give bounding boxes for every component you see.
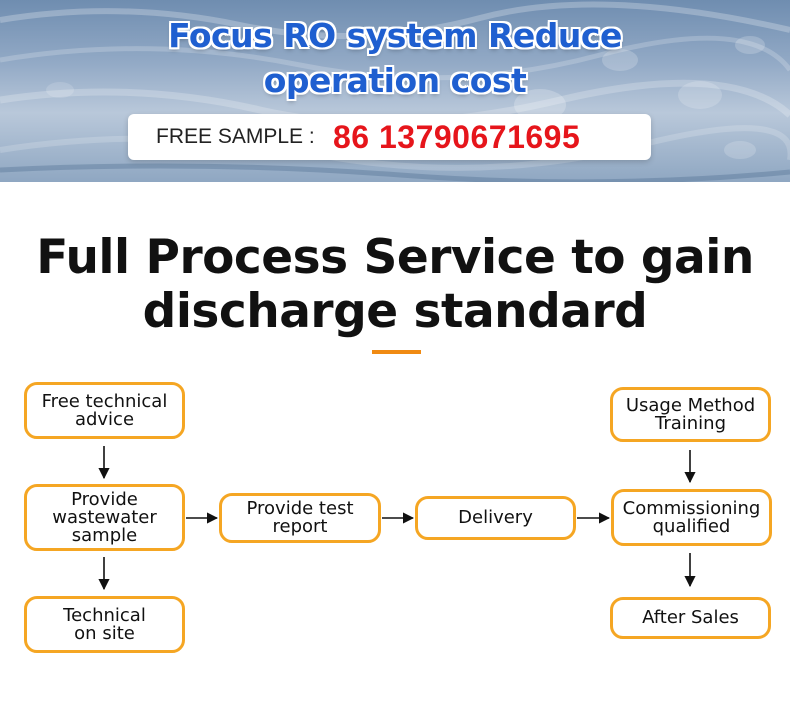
node-text-line: wastewater [52, 506, 157, 528]
node-free-technical-advice: Free technical advice [24, 382, 185, 439]
node-text-line: qualified [652, 515, 731, 537]
node-text-line: Provide test [246, 498, 354, 519]
phone-number[interactable]: 86 13790671695 [333, 119, 581, 155]
page-title-line2: discharge standard [142, 284, 648, 339]
node-text-line: Provide [71, 488, 138, 510]
page-title-line1: Full Process Service to gain [36, 230, 754, 285]
node-commissioning-qualified: Commissioning qualified [611, 489, 772, 546]
node-text-line: Usage Method [625, 394, 756, 416]
free-sample-label: FREE SAMPLE : [156, 125, 315, 148]
node-after-sales: After Sales [610, 597, 771, 639]
node-text-line: Training [654, 412, 726, 434]
banner-title-line1: Focus RO system Reduce [168, 16, 622, 55]
banner-title-line2: operation cost [263, 61, 527, 100]
node-text-line: on site [74, 622, 135, 644]
node-text-line: advice [74, 408, 135, 430]
node-text-line: Delivery [458, 507, 533, 528]
node-provide-wastewater-sample: Provide wastewater sample [24, 484, 185, 551]
banner: Focus RO system Reduce operation cost FR… [0, 0, 790, 182]
node-text-line: Commissioning [622, 497, 761, 519]
node-text-line: Technical [63, 604, 146, 626]
node-text-line: report [272, 516, 328, 537]
node-text-line: sample [71, 524, 138, 546]
free-sample-box: FREE SAMPLE : 86 13790671695 [128, 114, 651, 160]
node-technical-on-site: Technical on site [24, 596, 185, 653]
node-usage-method-training: Usage Method Training [610, 387, 771, 442]
node-delivery: Delivery [415, 496, 576, 540]
title-underline [372, 350, 421, 354]
node-provide-test-report: Provide test report [219, 493, 381, 543]
node-text-line: Free technical [41, 390, 168, 412]
node-text-line: After Sales [642, 607, 739, 628]
